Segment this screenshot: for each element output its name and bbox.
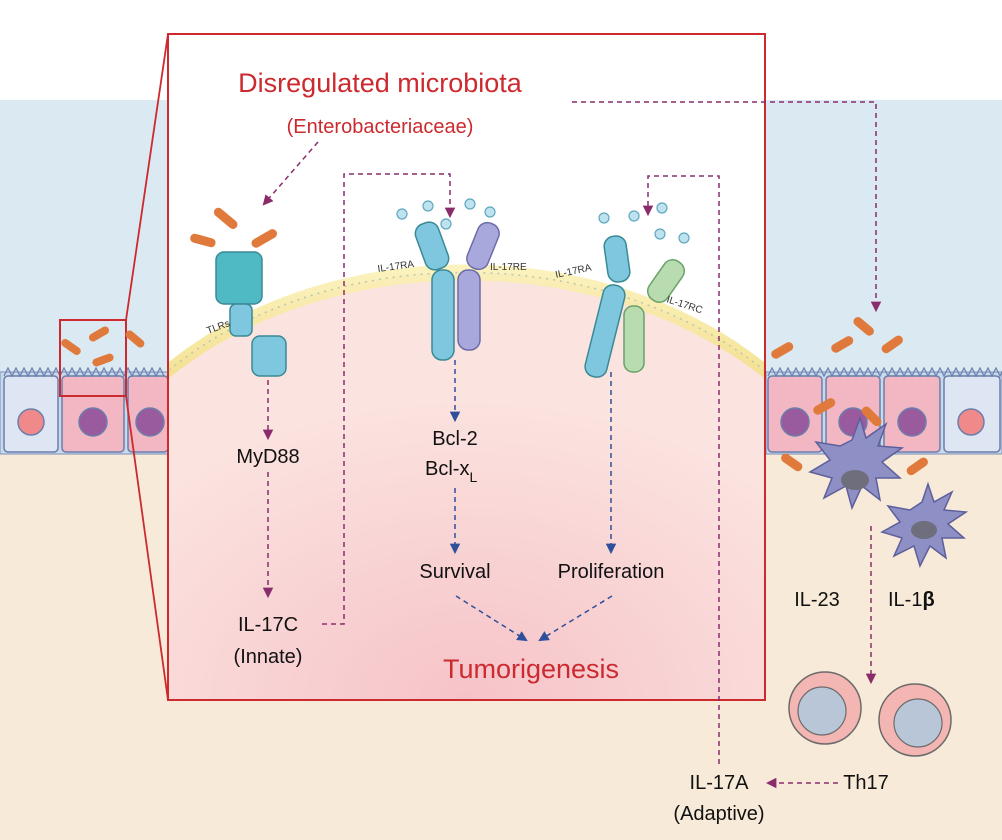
il1b-label: IL-1β: [888, 589, 935, 611]
tlr-receptor: [190, 207, 287, 377]
dendritic-cell: [880, 481, 969, 569]
arrow-survival-to-tumorigenesis: [455, 595, 528, 642]
adaptive-label: (Adaptive): [673, 803, 764, 825]
myd88-label: MyD88: [236, 446, 299, 468]
il1b-beta-label: β: [922, 589, 934, 611]
epithelial-cell: [61, 375, 125, 453]
arrow-microbiota-to-tlr: [262, 141, 319, 206]
proliferation-label: Proliferation: [558, 561, 665, 583]
zoom-line-top: [125, 33, 169, 321]
il17re-label: IL-17RE: [490, 262, 527, 273]
bclxl-label: Bcl-xL: [425, 458, 477, 485]
il17ra-rc-receptor: [584, 235, 686, 378]
th17-cell: [788, 671, 862, 745]
il1b-prefix-label: IL-1: [888, 589, 922, 611]
cytokine-dots-right: [598, 202, 690, 244]
epithelial-cell: [127, 375, 169, 453]
cell-interior: [169, 272, 764, 699]
bcl2-label: Bcl-2: [432, 428, 478, 450]
blue-arrows: [449, 360, 617, 642]
il23-label: IL-23: [794, 589, 840, 611]
arrow-il17c-to-receptor: [322, 173, 456, 625]
il17a-label: IL-17A: [690, 772, 750, 794]
subtitle-label: (Enterobacteriaceae): [287, 116, 474, 138]
epithelial-cell: [767, 375, 823, 453]
tumorigenesis-label: Tumorigenesis: [443, 654, 619, 684]
title-label: Disregulated microbiota: [238, 68, 523, 98]
il17ra-re-receptor: [414, 221, 500, 361]
epithelial-cell: [943, 375, 1001, 453]
epithelium-right: [765, 366, 1002, 455]
bclxl-sub-label: L: [469, 469, 477, 485]
il17c-label: IL-17C: [238, 614, 298, 636]
survival-label: Survival: [419, 561, 490, 583]
il17ra-left-label: IL-17RA: [377, 259, 415, 275]
cytokine-dots-left: [396, 198, 496, 230]
dendritic-cell: [808, 415, 905, 511]
arrow-microbiota-to-epithelium: [572, 101, 882, 313]
th17-label: Th17: [843, 772, 889, 794]
bclxl-main-label: Bcl-x: [425, 458, 469, 480]
epithelium-left: [0, 366, 169, 455]
purple-arrows: [262, 101, 882, 789]
zoom-line-bottom: [125, 395, 169, 701]
innate-label: (Innate): [234, 646, 303, 668]
bacteria-cluster-left: [61, 326, 145, 367]
arrow-il17a-to-receptor: [642, 175, 720, 764]
zoom-source-box: [59, 319, 127, 397]
epithelial-cell: [883, 375, 941, 453]
th17-cell: [878, 683, 952, 757]
bacteria-cluster-right: [771, 317, 928, 476]
epithelial-cell: [3, 375, 59, 453]
